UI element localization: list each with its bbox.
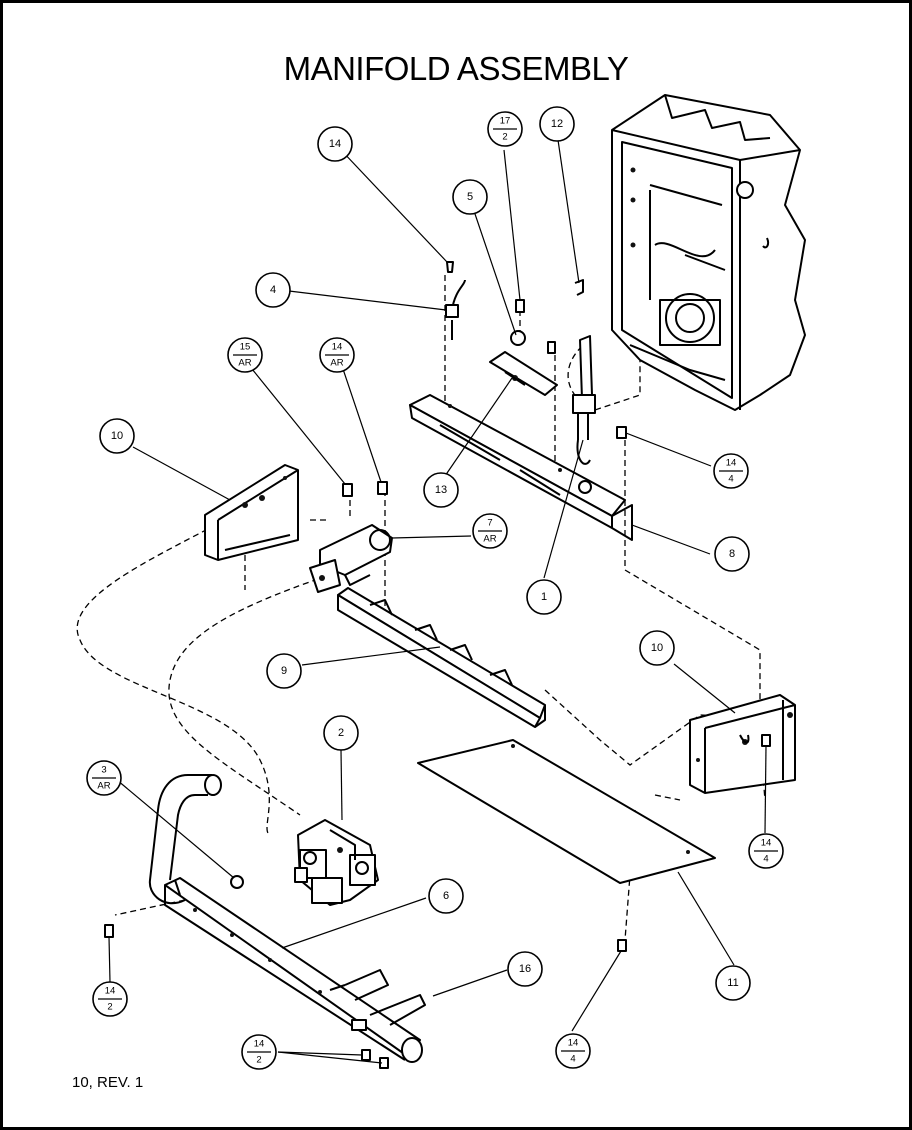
- callout-numerator: 14: [332, 342, 343, 353]
- revision-note: 10, REV. 1: [72, 1074, 144, 1091]
- callout-numerator: 17: [500, 116, 511, 127]
- callout-15-ar: 15 AR: [227, 337, 263, 373]
- gas-tube-part-3: [148, 774, 244, 905]
- callout-denominator: AR: [238, 358, 251, 369]
- callout-label: 9: [281, 665, 287, 677]
- callout-numerator: 14: [761, 838, 772, 849]
- manifold-pipe-part-6: [164, 877, 423, 1063]
- callout-numerator: 14: [105, 986, 116, 997]
- callout-14-4-bottom: 14 4: [555, 1033, 591, 1069]
- pilot-assembly-part-16: [329, 969, 426, 1031]
- callout-3-ar: 3 AR: [86, 760, 122, 796]
- callout-11: 11: [715, 965, 751, 1001]
- callout-denominator: 4: [763, 854, 768, 865]
- callout-numerator: 14: [726, 458, 737, 469]
- callout-numerator: 14: [254, 1039, 265, 1050]
- callout-8: 8: [714, 536, 750, 572]
- callout-denominator: 4: [570, 1054, 575, 1065]
- burner-bracket-part-8: [409, 394, 633, 541]
- callout-1: 1: [526, 579, 562, 615]
- callout-denominator: 2: [256, 1055, 261, 1066]
- small-screws: [342, 279, 627, 497]
- manifold-channel-part-9: [337, 587, 546, 728]
- callout-5: 5: [452, 179, 488, 215]
- callout-6: 6: [428, 878, 464, 914]
- callout-label: 10: [111, 430, 123, 442]
- callout-14-2-bottom: 14 2: [241, 1034, 277, 1070]
- callout-denominator: 4: [728, 474, 733, 485]
- callout-4: 4: [255, 272, 291, 308]
- callout-2: 2: [323, 715, 359, 751]
- callout-label: 8: [729, 548, 735, 560]
- callout-13: 13: [423, 472, 459, 508]
- callout-10-left: 10: [99, 418, 135, 454]
- thermocouple-part-4: [445, 261, 466, 340]
- igniter-part-1: [572, 335, 596, 465]
- mounting-bracket-left-part-10: [204, 464, 299, 561]
- callout-denominator: 2: [107, 1002, 112, 1013]
- callout-16: 16: [507, 951, 543, 987]
- callout-17-2: 17 2: [487, 111, 523, 147]
- callout-14-4-mid: 14 4: [713, 453, 749, 489]
- callout-label: 11: [727, 977, 738, 989]
- callout-numerator: 3: [101, 765, 106, 776]
- diagram-title: MANIFOLD ASSEMBLY: [283, 50, 629, 87]
- callout-label: 1: [541, 591, 547, 603]
- callout-label: 2: [338, 727, 344, 739]
- callout-numerator: 15: [240, 342, 251, 353]
- shield-panel-part-11: [417, 739, 716, 884]
- callout-label: 5: [467, 191, 473, 203]
- callout-12: 12: [539, 106, 575, 142]
- callout-label: 12: [551, 118, 563, 130]
- callout-label: 10: [651, 642, 663, 654]
- callout-14-top: 14: [317, 126, 353, 162]
- callout-label: 6: [443, 890, 449, 902]
- mounting-bracket-right-part-10: [689, 694, 796, 794]
- callout-denominator: AR: [97, 781, 110, 792]
- furnace-cabinet: [611, 94, 806, 411]
- callout-numerator: 14: [568, 1038, 579, 1049]
- callout-denominator: AR: [483, 534, 496, 545]
- orifice-fitting-part-7: [309, 524, 393, 593]
- callout-9: 9: [266, 653, 302, 689]
- callout-label: 13: [435, 484, 447, 496]
- callout-14-2-left: 14 2: [92, 981, 128, 1017]
- callout-10-right: 10: [639, 630, 675, 666]
- callout-label: 4: [270, 284, 276, 296]
- callout-7-ar: 7 AR: [472, 513, 508, 549]
- callout-14-4-right: 14 4: [748, 833, 784, 869]
- callout-numerator: 7: [487, 518, 492, 529]
- gas-valve-part-2: [294, 819, 379, 906]
- callout-denominator: 2: [502, 132, 507, 143]
- bracket-part-13: [489, 351, 558, 396]
- leader-lines: [108, 139, 767, 1064]
- callout-denominator: AR: [330, 358, 343, 369]
- callout-14-ar: 14 AR: [319, 337, 355, 373]
- callout-label: 16: [519, 963, 531, 975]
- callout-label: 14: [329, 138, 341, 150]
